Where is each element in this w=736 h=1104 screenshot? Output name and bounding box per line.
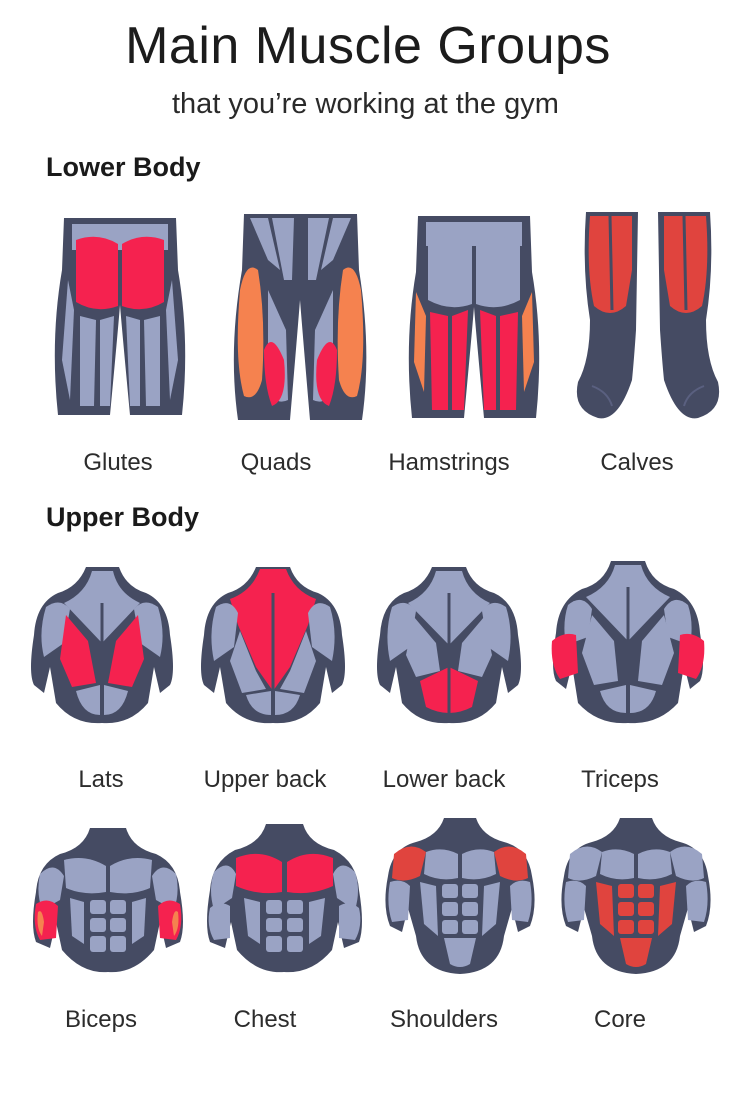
section-heading-upper-body: Upper Body bbox=[46, 502, 200, 532]
lower-back-figure bbox=[377, 567, 521, 724]
label-core: Core bbox=[593, 1006, 647, 1033]
lats-figure bbox=[31, 567, 173, 724]
label-calves: Calves bbox=[600, 449, 674, 476]
triceps-figure bbox=[551, 561, 705, 724]
glutes-figure bbox=[54, 218, 186, 415]
label-biceps: Biceps bbox=[64, 1006, 138, 1033]
calves-figure bbox=[576, 212, 720, 419]
quads-figure bbox=[233, 214, 367, 420]
label-shoulders: Shoulders bbox=[389, 1006, 499, 1033]
label-chest: Chest bbox=[233, 1006, 297, 1033]
upper-back-figure bbox=[201, 567, 345, 724]
label-upper-back: Upper back bbox=[203, 766, 327, 793]
page-title: Main Muscle Groups bbox=[125, 17, 611, 75]
shoulders-figure bbox=[385, 818, 535, 974]
biceps-figure bbox=[33, 828, 183, 973]
label-quads: Quads bbox=[240, 449, 312, 476]
core-figure bbox=[561, 818, 711, 974]
page-subtitle: that you’re working at the gym bbox=[172, 88, 559, 120]
chest-figure bbox=[207, 824, 362, 973]
label-lower-back: Lower back bbox=[382, 766, 506, 793]
hamstrings-figure bbox=[408, 216, 540, 418]
section-heading-lower-body: Lower Body bbox=[46, 152, 201, 182]
label-glutes: Glutes bbox=[83, 449, 153, 476]
label-hamstrings: Hamstrings bbox=[388, 449, 510, 476]
label-lats: Lats bbox=[78, 766, 124, 793]
label-triceps: Triceps bbox=[581, 766, 659, 793]
